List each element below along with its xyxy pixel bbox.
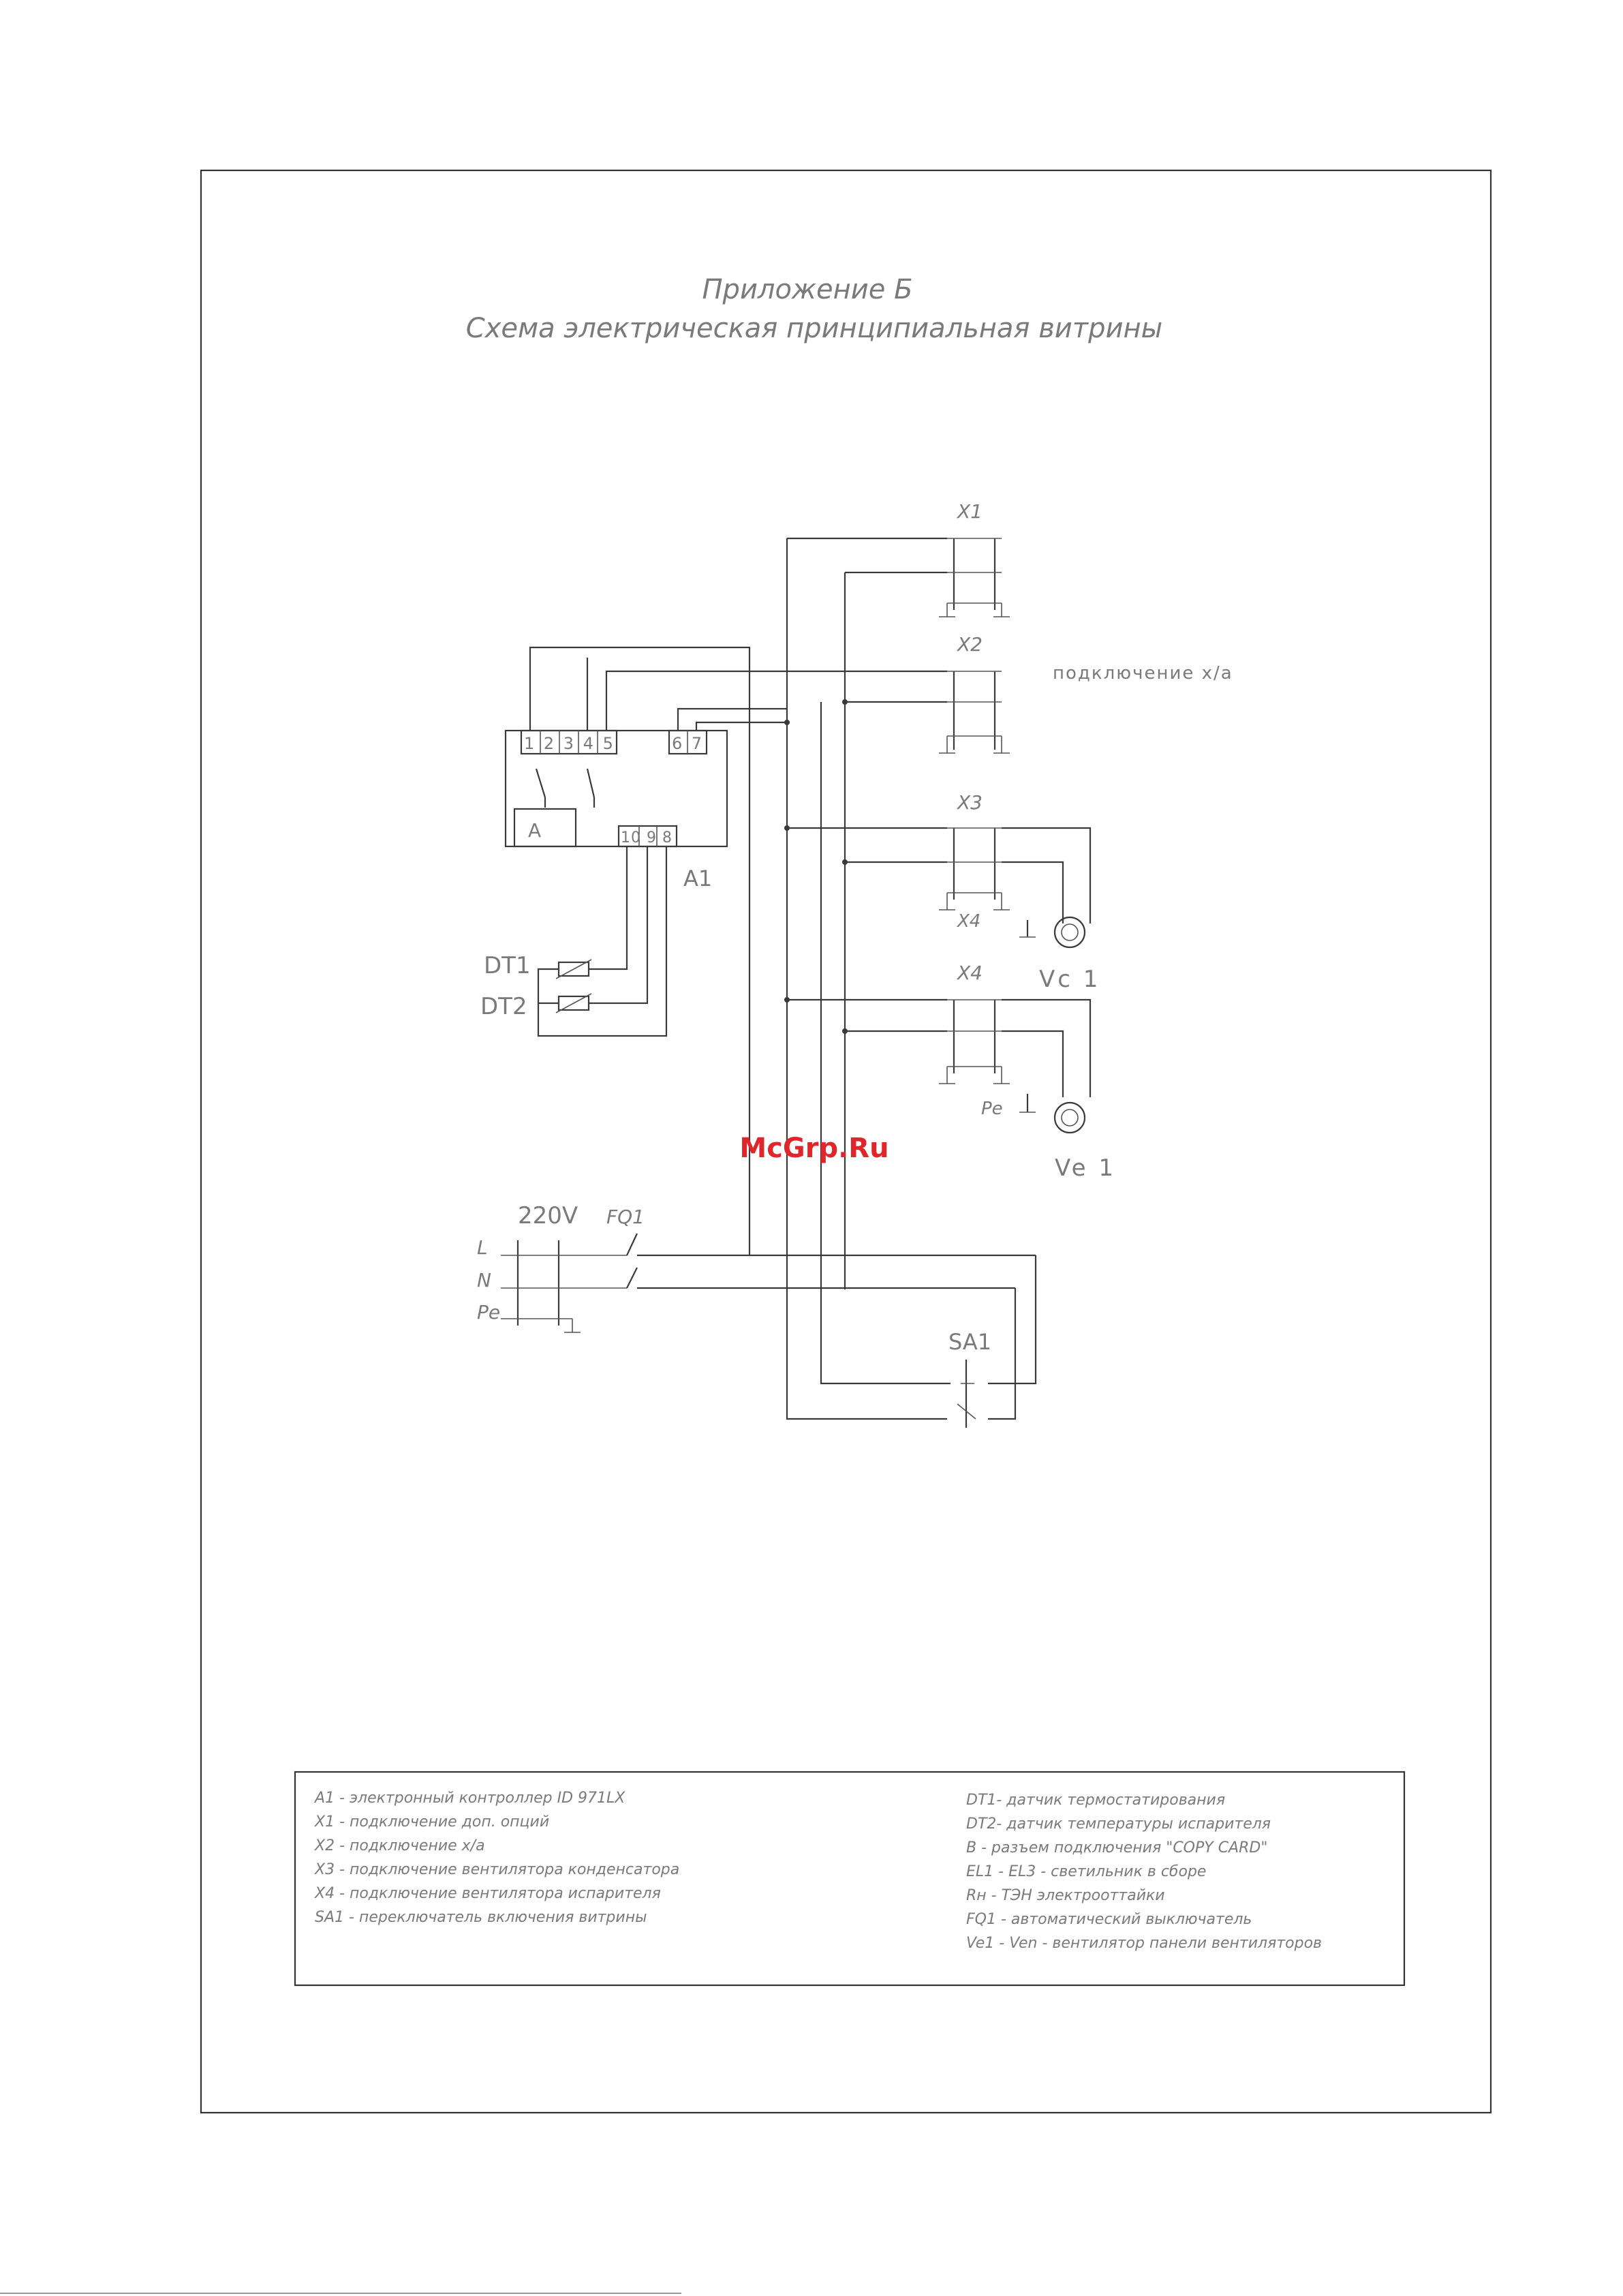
fan-vc1: Vc 1 (1019, 916, 1100, 993)
x3-label: X3 (956, 791, 983, 814)
x2-label: X2 (956, 633, 983, 656)
legend-right-6: Ve1 - Ven - вентилятор панели вентилятор… (966, 1935, 1322, 1952)
a1-label: A1 (683, 866, 712, 891)
legend-right-3: EL1 - EL3 - светильник в сборе (966, 1863, 1206, 1880)
title-line2: Схема электрическая принципиальная витри… (466, 313, 1162, 344)
n-label: N (477, 1269, 491, 1291)
connector-x4: X4 Pe (939, 962, 1092, 1119)
legend-left-2: X2 - подключение х/а (314, 1837, 485, 1854)
legend-left-4: X4 - подключение вентилятора испарителя (314, 1885, 661, 1902)
legend-right-2: B - разъем подключения "COPY CARD" (966, 1839, 1267, 1856)
dt2-label: DT2 (480, 993, 527, 1020)
bus-lines (784, 537, 950, 1420)
legend-right-1: DT2- датчик температуры испарителя (966, 1816, 1271, 1833)
terminal-labels-right: 6 7 (672, 734, 704, 753)
block-a-label: A (528, 819, 541, 842)
connection-label: подключение х/а (1053, 663, 1233, 684)
page-frame (200, 169, 1492, 2114)
connector-x3: X3 X4 (939, 791, 1092, 932)
v220-label: 220V (518, 1202, 578, 1229)
connector-x2: X2 подключение х/а (939, 633, 1233, 754)
switch-sa1: SA1 (948, 1329, 991, 1428)
legend-right-5: FQ1 - автоматический выключатель (966, 1911, 1252, 1928)
legend-right-0: DT1- датчик термостатирования (966, 1792, 1225, 1809)
title-line1: Приложение Б (702, 274, 912, 305)
x4a-label: X4 (956, 911, 980, 932)
fq1-label: FQ1 (606, 1206, 645, 1228)
controller-a1: 1 2 3 4 5 6 7 A 10 9 8 A1 (504, 729, 728, 891)
l-label: L (477, 1236, 488, 1259)
sensors: DT1 DT2 (480, 846, 668, 1037)
controller-wiring (529, 646, 947, 1255)
pe-label: Pe (477, 1301, 500, 1323)
legend-left-1: X1 - подключение доп. опций (314, 1813, 549, 1831)
terminal-labels-left: 1 2 3 4 5 (524, 734, 615, 753)
terminal-labels-bottom: 10 9 8 (621, 829, 673, 846)
pe-fan-label: Pe (981, 1099, 1003, 1119)
ve1-label: Ve 1 (1055, 1154, 1116, 1182)
x4b-label: X4 (956, 962, 983, 984)
fan-ve1: Ve 1 (1019, 1094, 1116, 1182)
legend-left-5: SA1 - переключатель включения витрины (315, 1909, 647, 1926)
legend-left-3: X3 - подключение вентилятора конденсатор… (314, 1861, 679, 1878)
vc1-label: Vc 1 (1039, 966, 1100, 993)
legend: A1 - электронный контроллер ID 971LX X1 … (294, 1771, 1406, 1987)
power-input: 220V FQ1 L N Pe (477, 1202, 1037, 1420)
x1-label: X1 (956, 500, 983, 523)
legend-right-4: Rн - ТЭН электрооттайки (966, 1887, 1165, 1904)
legend-left-0: A1 - электронный контроллер ID 971LX (313, 1790, 625, 1807)
connector-x1: X1 (939, 500, 1010, 617)
sa1-label: SA1 (948, 1329, 991, 1355)
dt1-label: DT1 (484, 952, 531, 979)
watermark: McGrp.Ru (739, 1133, 888, 1164)
